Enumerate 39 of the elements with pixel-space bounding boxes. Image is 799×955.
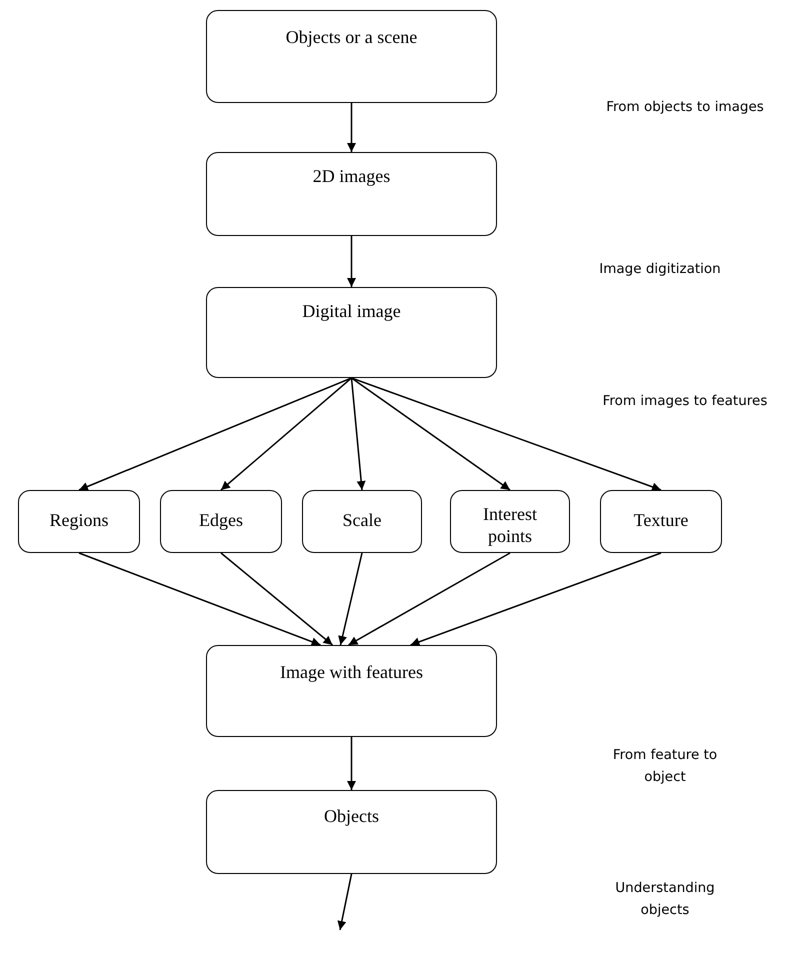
process-box [206,790,497,874]
process-box [206,287,497,378]
process-box [302,490,422,553]
arrow [348,552,510,646]
arrow [220,377,352,491]
stage-label: From objects to images [605,98,765,117]
process-box [600,490,722,553]
arrow [351,377,510,491]
arrow [337,874,352,930]
arrow [220,552,333,646]
process-box [206,10,497,103]
box-label: Regions [48,509,110,531]
box-label: Texture [632,509,690,531]
box-label: Digital image [301,300,402,322]
arrow [347,737,356,790]
box-label: Scale [342,509,382,531]
box-label: Image with features [279,661,424,683]
arrow [78,552,321,646]
stage-label: From feature to object [612,746,718,787]
process-box [206,645,497,737]
process-box [450,490,570,553]
arrow [351,377,662,492]
arrow [78,377,352,491]
arrow [350,378,366,490]
process-box [18,490,140,553]
stage-label: From images to features [602,392,768,411]
stage-label: Understanding objects [614,879,716,920]
box-label: Interest points [482,503,538,547]
arrow [347,103,356,152]
box-label: Objects or a scene [284,26,418,48]
box-label: Objects [323,805,380,827]
process-box [206,152,497,236]
process-box [160,490,282,553]
arrow [410,552,662,646]
arrow [338,552,363,646]
stage-label: Image digitization [598,260,722,279]
box-label: 2D images [312,165,392,187]
arrow [347,236,356,287]
box-label: Edges [198,509,244,531]
